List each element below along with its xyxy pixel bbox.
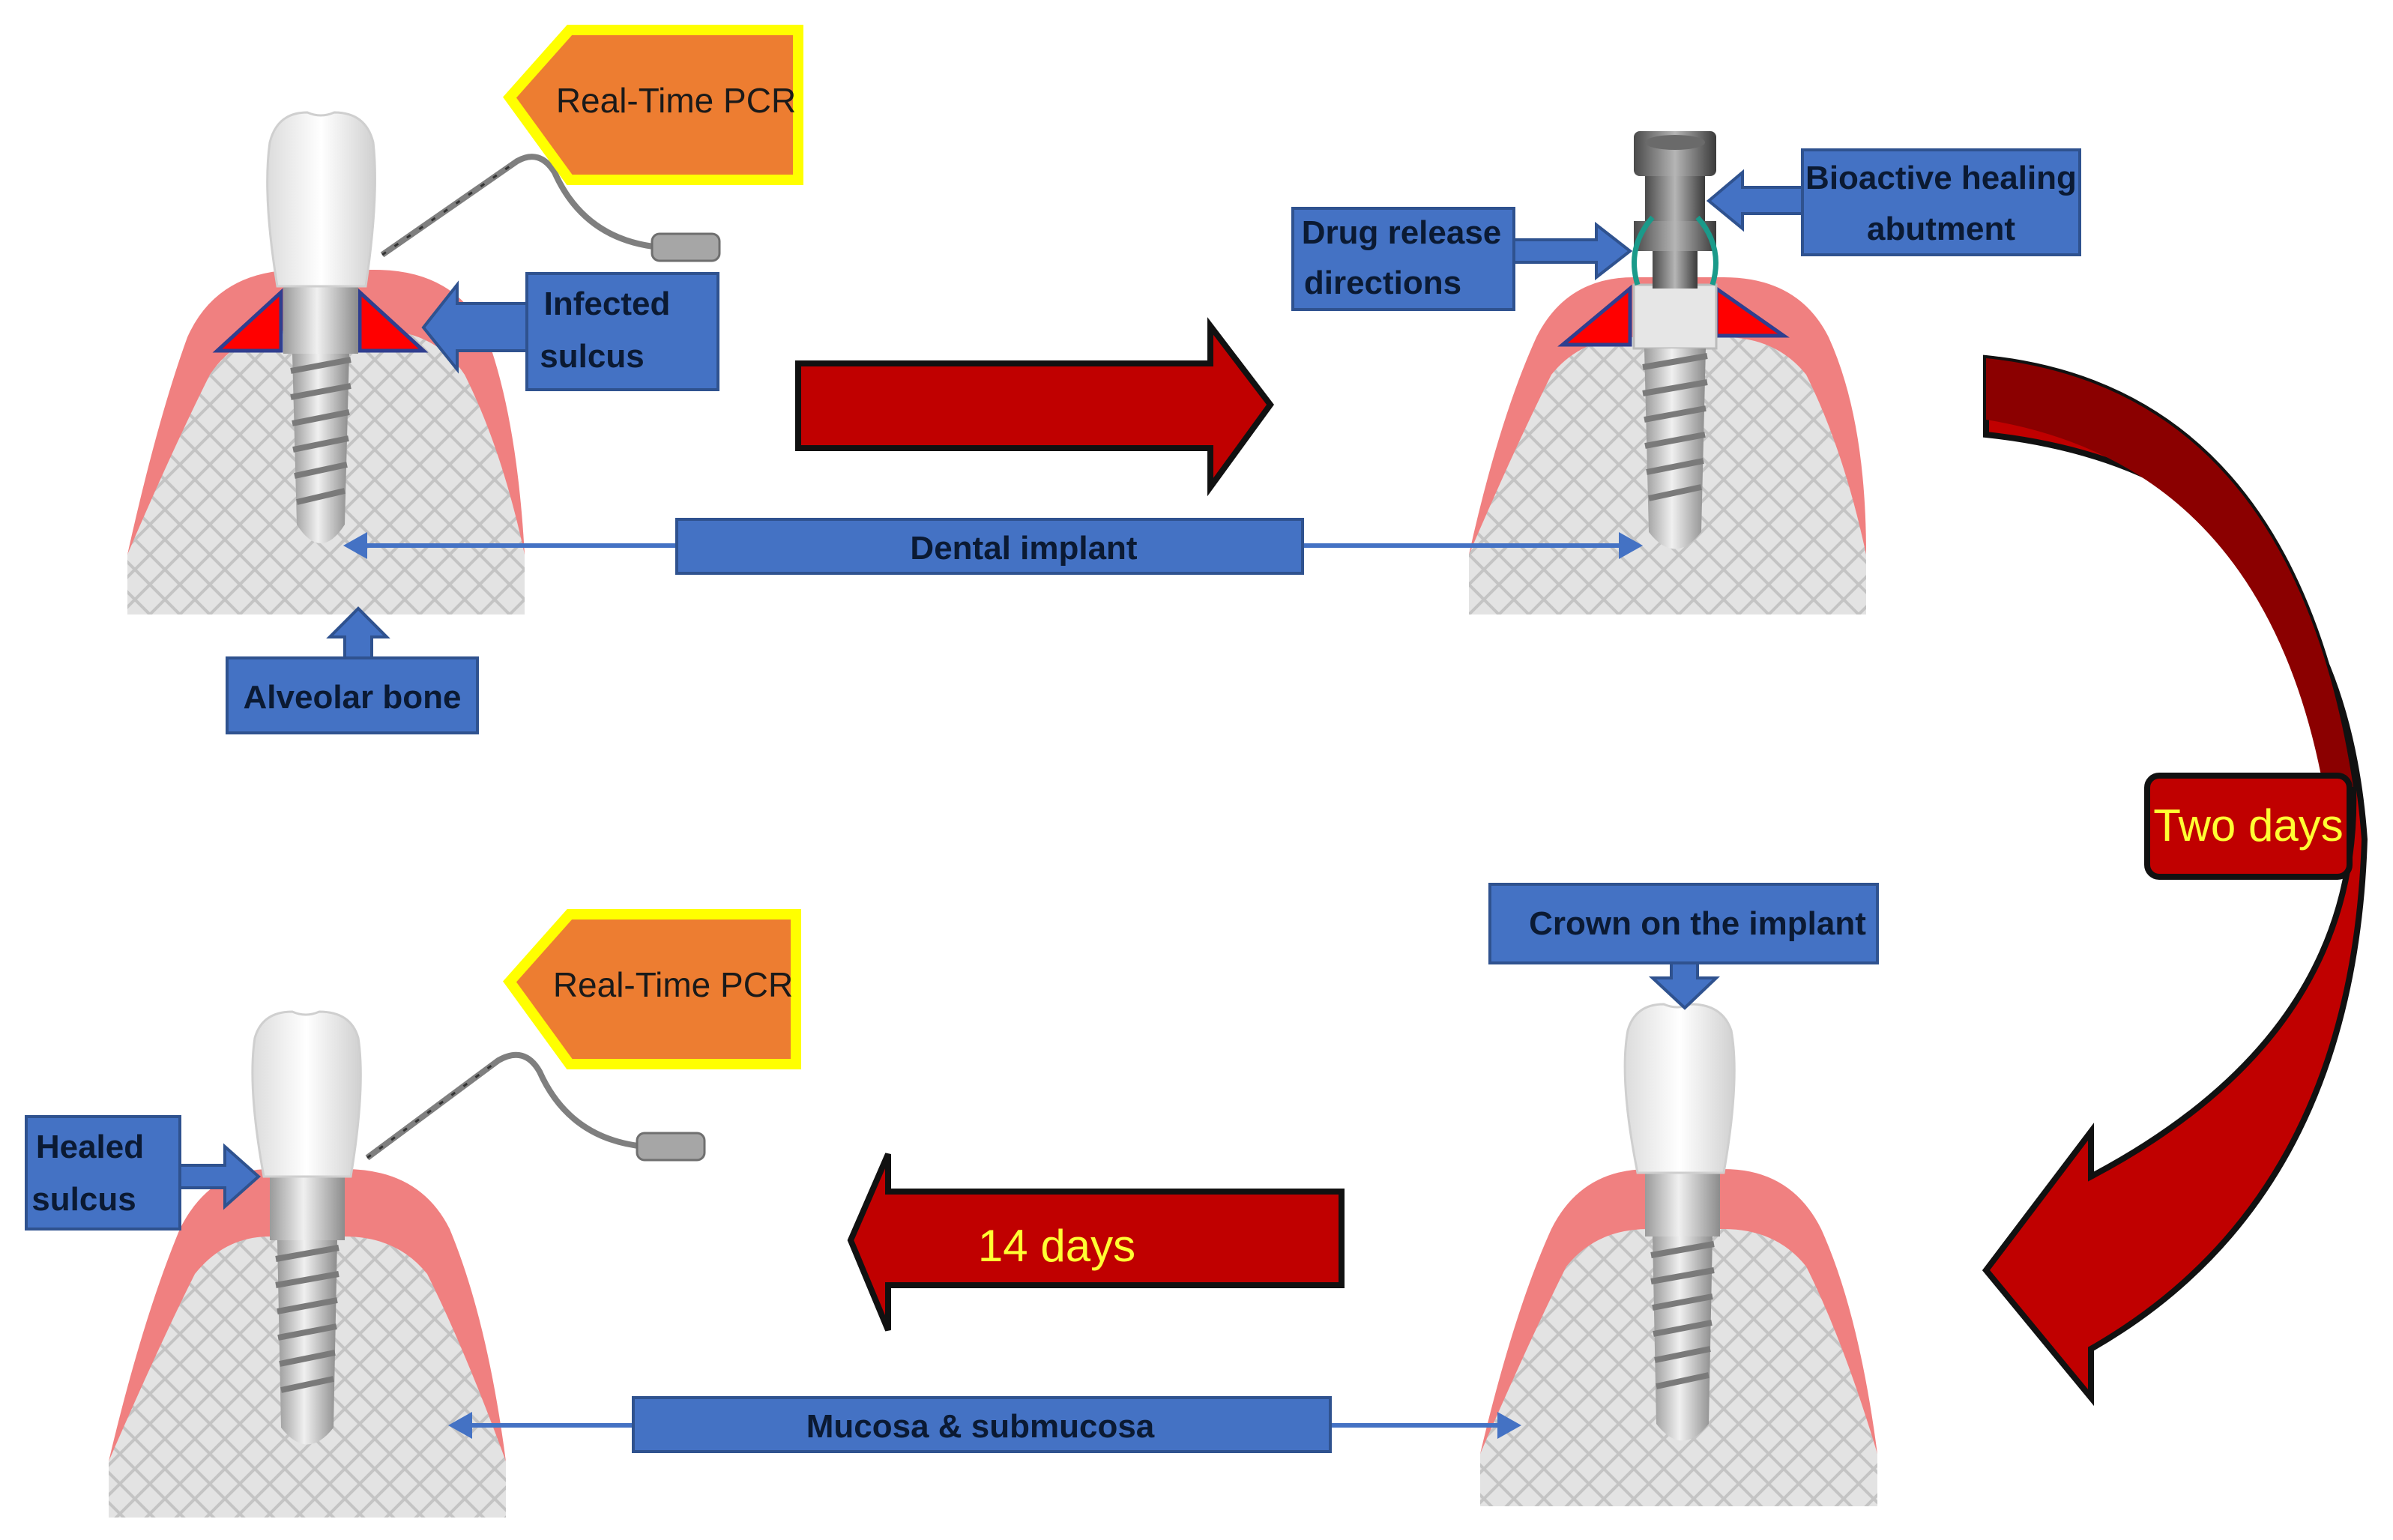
tooth-crown-icon [266,111,376,288]
infected-pointer-arrow [421,280,528,374]
panel-healed-implant [109,1010,706,1518]
bioactive-abutment-callout: Bioactive healing abutment [1706,148,2081,256]
mucosa-label: Mucosa & submucosa [806,1408,1155,1445]
healed-label-line1: Healed [36,1129,144,1165]
pcr-tag-bottom: Real-Time PCR [503,909,801,1069]
two-days-label: Two days [2153,800,2343,851]
pcr-tag-top: Real-Time PCR [503,25,803,185]
crown-label: Crown on the implant [1529,905,1866,942]
alveolar-bone-callout: Alveolar bone [226,606,479,734]
drug-release-arrows [1632,215,1718,286]
alveolar-pointer-arrow [326,606,390,659]
dental-implant-connector: Dental implant [343,518,1643,575]
curved-progress-arrow [1982,354,2368,1407]
pcr-tag-bottom-label: Real-Time PCR [553,965,793,1004]
drug-pointer-arrow [1512,221,1633,281]
bioactive-label-line2: abutment [1867,211,2015,247]
implant-collar [283,286,358,354]
tooth-crown-icon [1623,1003,1736,1174]
panel-crown-implant [1480,1003,1877,1506]
healed-sulcus-callout: Healed sulcus [25,1115,262,1231]
implant-collar [1645,1173,1720,1236]
implant-screw-icon [1650,1236,1715,1441]
mucosa-connector: Mucosa & submucosa [448,1396,1521,1453]
implant-collar [270,1177,345,1240]
dental-probe-icon [365,1051,706,1162]
tooth-crown-icon [251,1010,362,1178]
dental-implant-label: Dental implant [910,530,1137,567]
healing-abutment-icon [1634,131,1716,289]
panel-healing-abutment [1469,131,1866,615]
dental-probe-icon [380,154,721,262]
healed-label-line2: sulcus [31,1181,136,1218]
infected-sulcus-right [357,288,429,353]
fourteen-days-label: 14 days [978,1221,1135,1271]
alveolar-bone-label: Alveolar bone [244,679,462,716]
infected-sulcus-left [212,288,283,353]
implant-screw-icon [290,354,351,543]
bioactive-pointer-arrow [1706,169,1804,232]
implant-collar [1632,283,1718,350]
drug-label-line1: Drug release [1302,214,1502,251]
fourteen-days-arrow: 14 days [847,1153,1345,1332]
infected-label-line1: Infected [544,286,671,322]
bioactive-label-line1: Bioactive healing [1805,160,2077,196]
drug-label-line2: directions [1304,265,1461,301]
healed-pointer-arrow [178,1143,262,1210]
implant-screw-icon [275,1240,340,1445]
infected-sulcus-left [1557,284,1632,347]
progress-arrow-right [795,317,1274,497]
implant-screw-icon [1642,348,1708,549]
two-days-badge: Two days [2144,773,2353,880]
infected-label-line2: sulcus [540,338,644,375]
crown-pointer-arrow [1648,961,1720,1010]
drug-release-callout: Drug release directions [1291,207,1633,311]
pcr-tag-top-label: Real-Time PCR [556,81,796,120]
infected-sulcus-callout: Infected sulcus [421,272,719,391]
crown-callout: Crown on the implant [1488,883,1879,1010]
